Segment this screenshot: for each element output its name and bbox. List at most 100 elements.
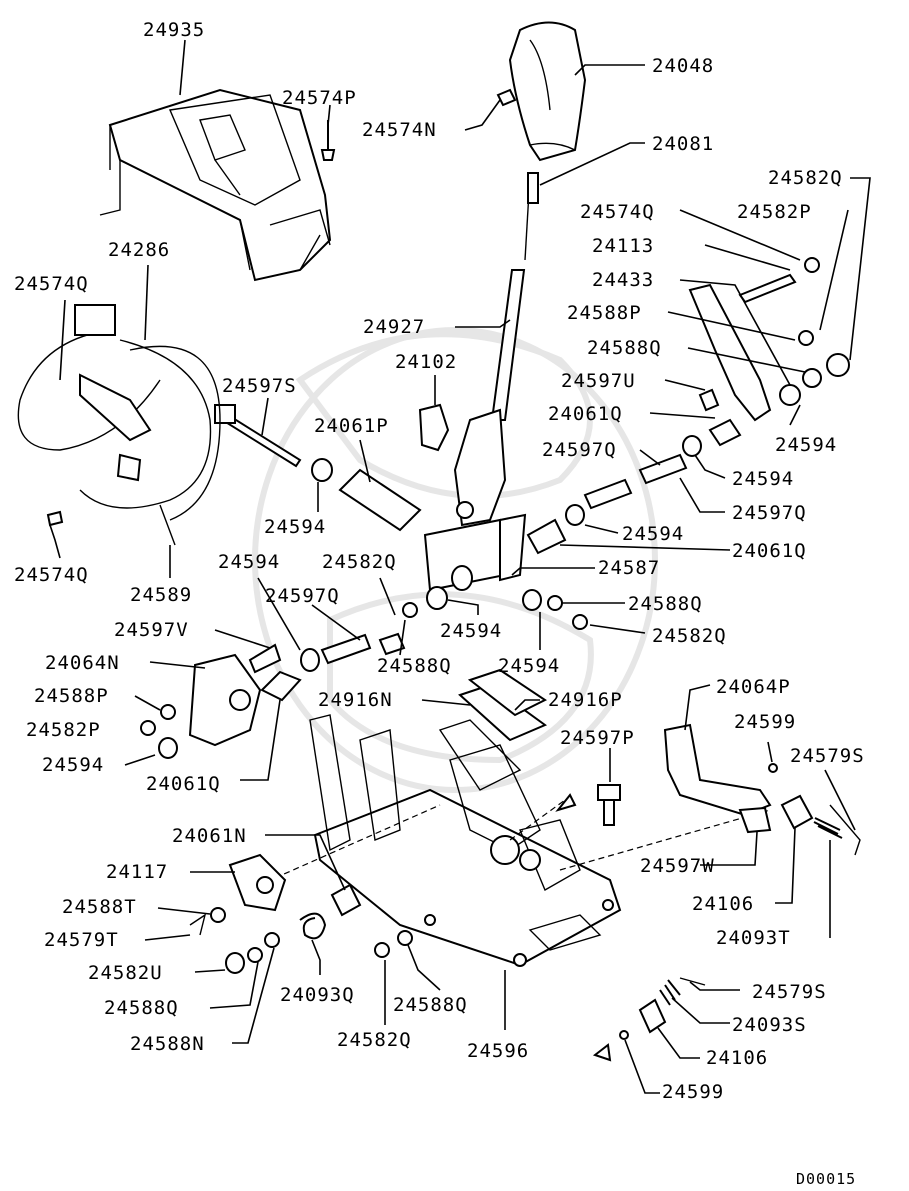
arrow-marker-top xyxy=(555,793,577,812)
label-24588P-left: 24588P xyxy=(34,685,109,707)
label-24061Q-mid: 24061Q xyxy=(732,540,807,562)
pin-24579T xyxy=(189,913,207,936)
nut-24582Q-mid xyxy=(378,632,406,656)
label-24597P: 24597P xyxy=(560,727,635,749)
nut-24582U xyxy=(225,952,245,974)
label-24588Q-low: 24588Q xyxy=(104,997,179,1019)
spring-24093T xyxy=(813,817,843,839)
label-24582Q-right1: 24582Q xyxy=(652,625,727,647)
washer-24588Q-low2 xyxy=(397,930,413,946)
bolt-24597W xyxy=(738,806,772,834)
screw-24574P xyxy=(320,120,336,161)
label-24093S: 24093S xyxy=(732,1014,807,1036)
sleeve-24061P xyxy=(338,468,422,532)
sleeve-24061Q-left xyxy=(260,670,302,702)
label-24048: 24048 xyxy=(652,55,715,77)
pin-24579S-low xyxy=(679,977,706,986)
label-24594-mid3: 24594 xyxy=(498,655,561,677)
shift-lever-24927 xyxy=(453,172,539,527)
label-24589: 24589 xyxy=(130,584,193,606)
label-24594-mid1: 24594 xyxy=(622,523,685,545)
label-24594-right1: 24594 xyxy=(775,434,838,456)
arrow-marker-low xyxy=(592,1043,612,1062)
label-24579T: 24579T xyxy=(44,929,119,951)
label-24582U: 24582U xyxy=(88,962,163,984)
label-24582Q-top: 24582Q xyxy=(768,167,843,189)
label-24588Q-low2: 24588Q xyxy=(393,994,468,1016)
nut-24582Q-top xyxy=(826,353,850,377)
bolt-24597Q-right xyxy=(638,453,688,485)
sleeve-24061Q-mid xyxy=(526,518,567,555)
clip-24113 xyxy=(738,273,797,304)
washer-24594-d xyxy=(565,504,585,526)
washer-24594-c xyxy=(682,435,702,457)
washer-24588Q-right xyxy=(547,595,563,611)
ball-24599-top xyxy=(768,763,778,773)
label-24587: 24587 xyxy=(598,557,661,579)
label-24061Q-left: 24061Q xyxy=(146,773,221,795)
label-24597Q-c: 24597Q xyxy=(265,585,340,607)
label-24597S: 24597S xyxy=(222,375,297,397)
label-24117: 24117 xyxy=(106,861,169,883)
label-24574Q-bottom: 24574Q xyxy=(14,564,89,586)
bolt-24597Q-mid xyxy=(583,478,633,510)
nut-24588P xyxy=(798,330,814,346)
label-24064N: 24064N xyxy=(45,652,120,674)
label-24582P-left: 24582P xyxy=(26,719,101,741)
label-24093T: 24093T xyxy=(716,927,791,949)
leader-lines xyxy=(49,39,871,1094)
wire-harness-24286 xyxy=(17,304,221,546)
label-24102: 24102 xyxy=(395,351,458,373)
washer-24588P-left xyxy=(160,704,176,720)
washer-24588Q-low xyxy=(247,947,263,963)
bracket-24064P xyxy=(663,723,772,817)
diagram-code: D00015 xyxy=(796,1170,857,1188)
label-24597V: 24597V xyxy=(114,619,189,641)
washer-24594-h xyxy=(158,737,178,759)
label-24061N: 24061N xyxy=(172,825,247,847)
label-24582P-top: 24582P xyxy=(737,201,812,223)
bolt-24597Q-left xyxy=(320,633,372,665)
label-24594-left2: 24594 xyxy=(218,551,281,573)
label-24579S-low: 24579S xyxy=(752,981,827,1003)
label-24588Q-top: 24588Q xyxy=(587,337,662,359)
label-24061P: 24061P xyxy=(314,415,389,437)
label-24093Q: 24093Q xyxy=(280,984,355,1006)
label-24597W: 24597W xyxy=(640,855,715,877)
spring-24093S xyxy=(659,979,681,1006)
label-24582Q-mid: 24582Q xyxy=(322,551,397,573)
label-24588P-top: 24588P xyxy=(567,302,642,324)
ball-24599-low xyxy=(619,1030,629,1040)
console-cover-24935 xyxy=(99,88,332,282)
shaft-24587 xyxy=(423,513,527,592)
label-24594-left1: 24594 xyxy=(264,516,327,538)
washer-24588N xyxy=(264,932,280,948)
label-24061Q-top: 24061Q xyxy=(548,403,623,425)
bracket-24064N xyxy=(188,643,282,747)
label-24596: 24596 xyxy=(467,1040,530,1062)
label-24588N: 24588N xyxy=(130,1033,205,1055)
label-24081: 24081 xyxy=(652,133,715,155)
sleeve-24061Q-top xyxy=(708,418,742,447)
label-24916N: 24916N xyxy=(318,689,393,711)
nut-24588Q xyxy=(802,368,822,388)
label-24574N: 24574N xyxy=(362,119,437,141)
label-24594-mid2: 24594 xyxy=(440,620,503,642)
washer-24588Q-mid xyxy=(402,602,418,618)
washer-24594-b xyxy=(779,384,801,406)
washer-24594-f xyxy=(426,586,448,610)
label-24597U: 24597U xyxy=(561,370,636,392)
bolt-24597U xyxy=(698,388,720,412)
link-24433 xyxy=(688,283,772,422)
nut-24582P xyxy=(804,257,820,273)
label-24594-left3: 24594 xyxy=(42,754,105,776)
label-24433: 24433 xyxy=(592,269,655,291)
screw-24574Q-left xyxy=(46,510,64,527)
label-24106-top: 24106 xyxy=(692,893,755,915)
label-24113: 24113 xyxy=(592,235,655,257)
label-24106-low: 24106 xyxy=(706,1047,769,1069)
plate-24916P xyxy=(467,668,547,717)
washer-24594-a xyxy=(311,458,333,482)
